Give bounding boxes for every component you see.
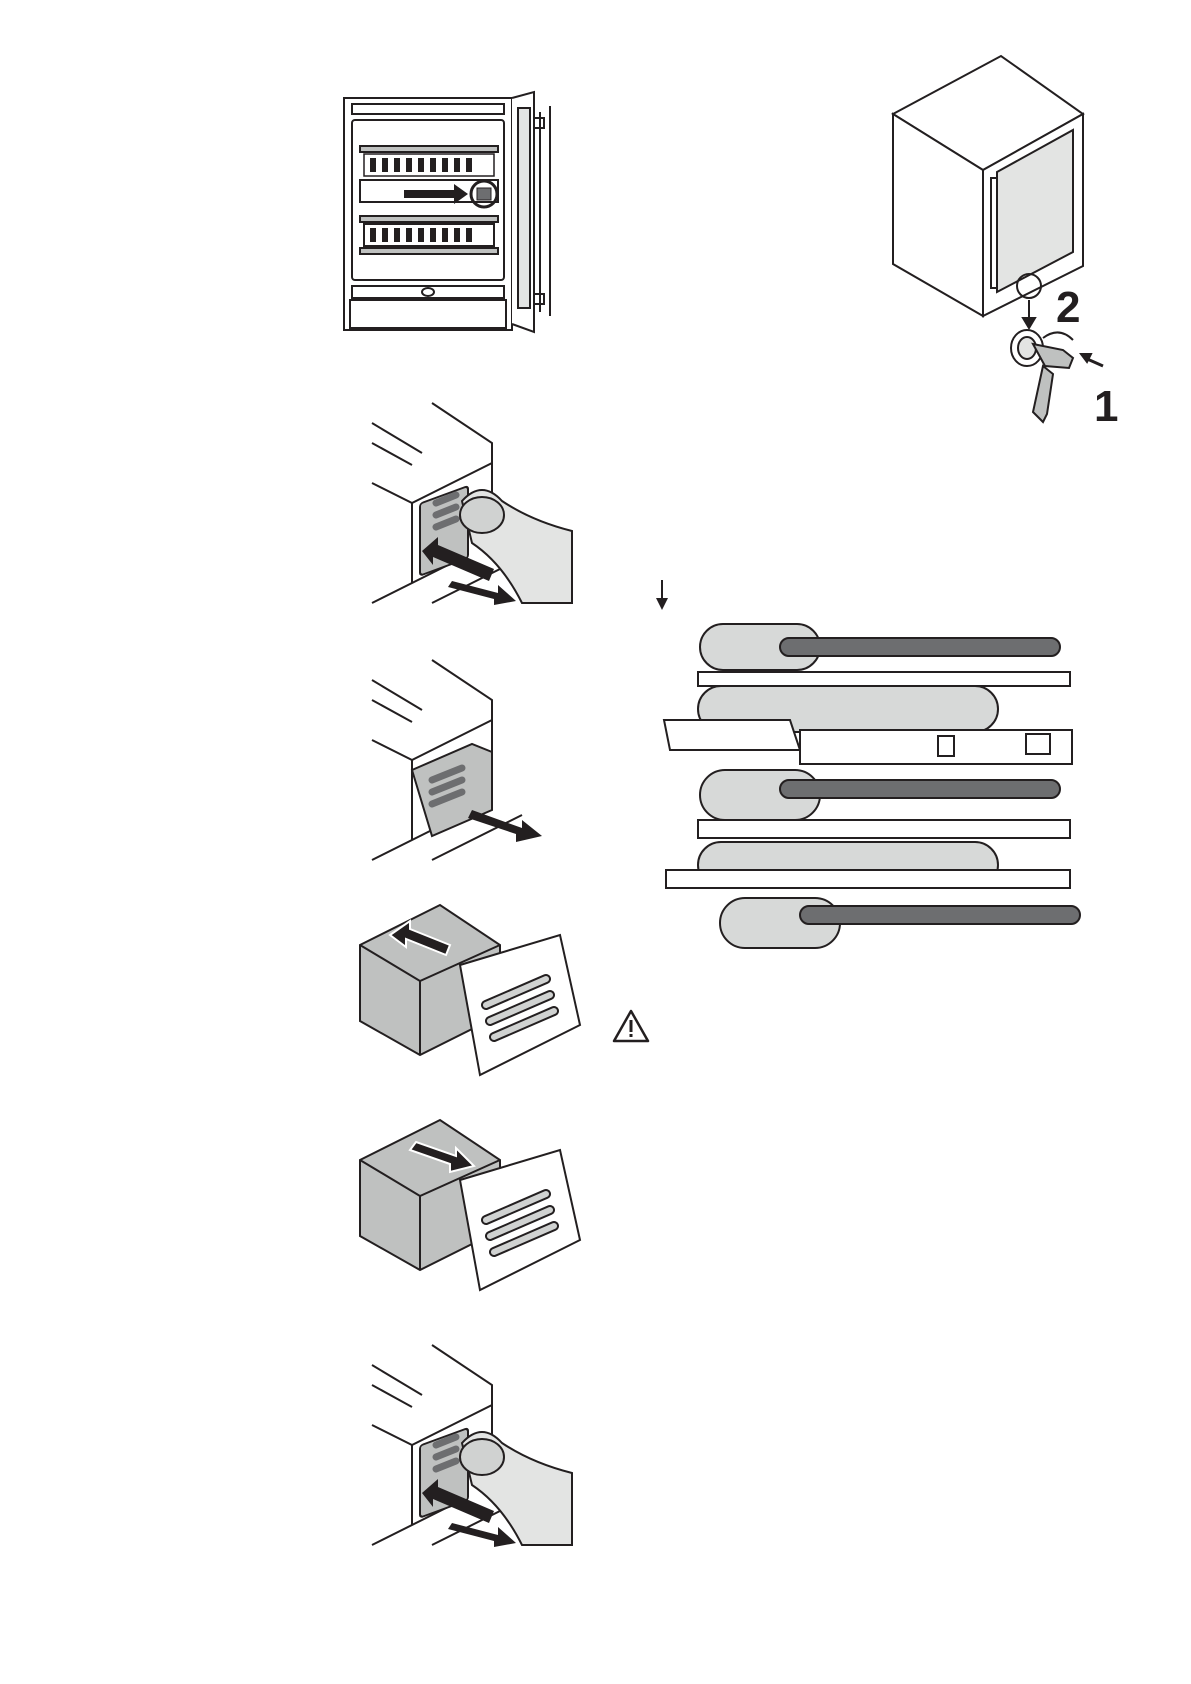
wine-shelves-illustration [656,580,1081,949]
kick-plate [349,299,507,329]
shelf-4 [665,869,1071,889]
shelf-1 [697,671,1071,687]
filter-grille-small [1025,733,1051,755]
fingernail [459,1438,505,1476]
open-cabinet-illustration [343,90,551,334]
figure-pull-filter-cover [371,659,572,861]
bottle-necks [779,637,1061,657]
figure-open-cabinet [343,90,574,343]
pull-filter-illustration [371,659,542,861]
double-arrow-icon [422,537,494,581]
step-label-2: 2 [1056,283,1081,332]
figure-lock-and-key [891,54,1133,456]
pull-arrow-icon [468,810,542,842]
rotate-arrow [1042,331,1074,341]
spare-key [1031,364,1055,424]
press-filter-illustration [371,402,573,605]
remove-cartridge-illustration [359,903,582,1077]
figure-wine-shelves [650,580,1081,960]
cabinet-body [343,97,513,331]
warning-triangle-icon [612,1009,650,1043]
figure-press-filter-cover [371,402,573,605]
arrow-right-icon [404,184,468,204]
figure-insert-cartridge [359,1118,582,1300]
door-handle [990,177,998,289]
push-arrow-icon [1079,353,1093,364]
filter-callout-circle [469,179,499,209]
down-arrow-icon [656,598,668,610]
filter-cover-pulled [410,742,493,838]
insert-cartridge-illustration [359,1118,582,1292]
arrow-in-icon [388,919,452,957]
vent-slots [370,158,472,242]
lock-key-illustration [891,54,1104,424]
shelf-3 [697,819,1071,839]
figure-remove-cartridge [359,903,582,1085]
down-arrow-icon [1021,317,1037,330]
step-label-1: 1 [1094,382,1119,431]
fingernail [459,496,505,534]
shelf-2 [662,719,802,751]
press-filter-back-illustration [371,1344,573,1547]
key-head [1031,342,1075,370]
arrow-out-icon [408,1140,476,1174]
figure-press-filter-cover-back [371,1344,573,1547]
lock-callout-circle [1016,273,1042,299]
double-arrow-icon [422,1479,494,1523]
